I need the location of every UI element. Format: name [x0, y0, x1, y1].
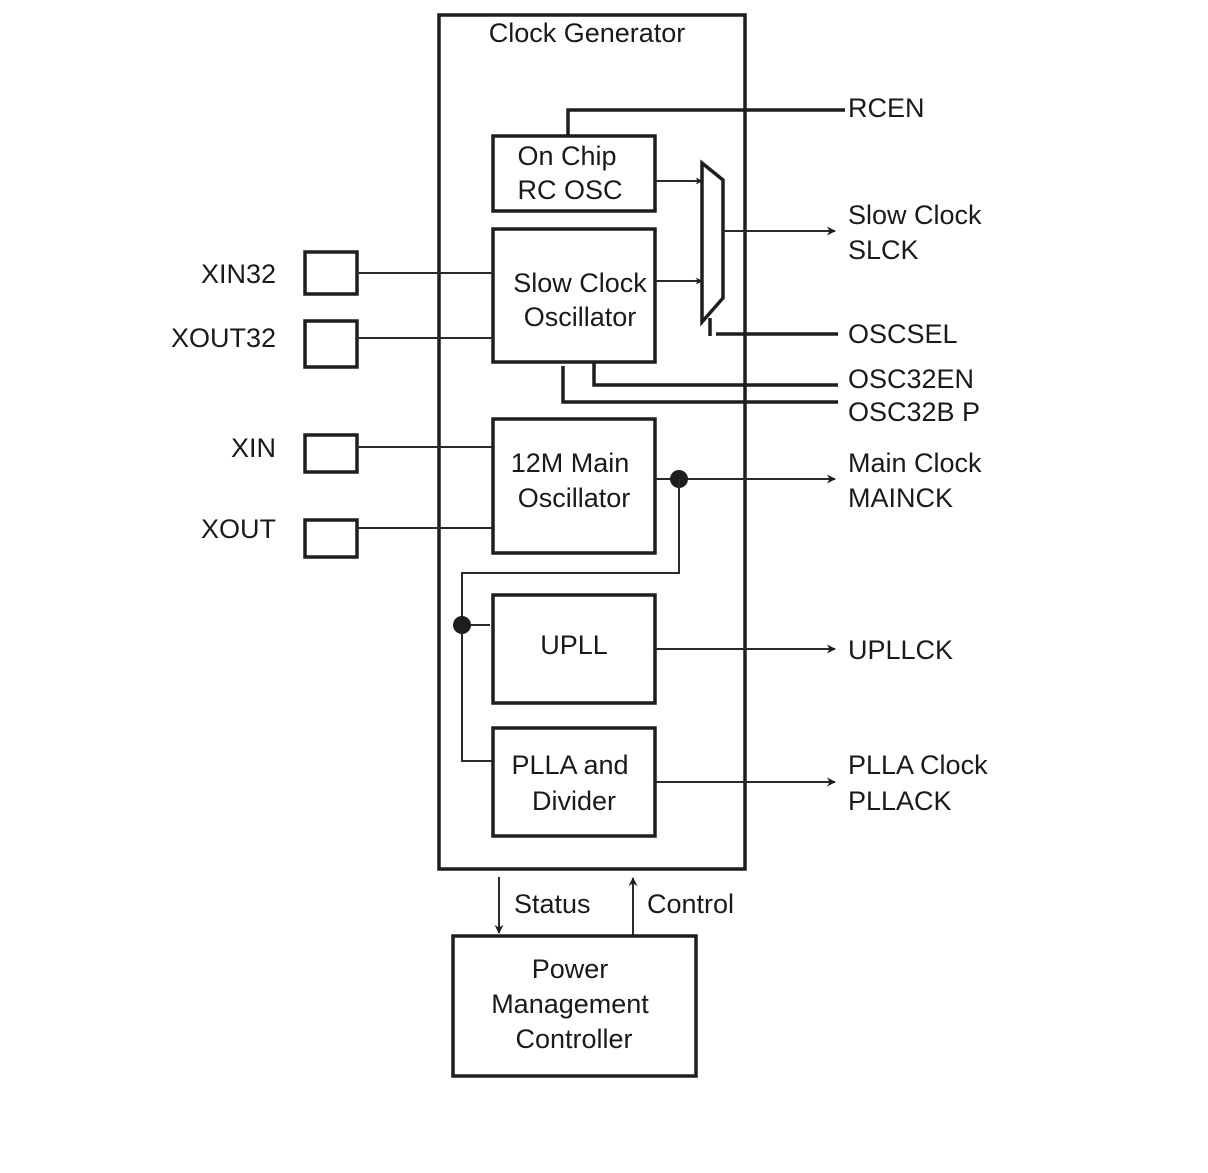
pin-xin: XIN — [231, 433, 493, 474]
pmc-label-line1: Power — [532, 954, 609, 984]
pin-xout32: XOUT32 — [171, 319, 493, 369]
osc32en-wire — [592, 362, 838, 387]
upllck-label: UPLLCK — [848, 635, 953, 665]
status-label: Status — [514, 889, 591, 919]
pmc-label-line3: Controller — [515, 1024, 632, 1054]
osc32bp-label: OSC32B P — [848, 397, 980, 427]
pin-xout: XOUT — [201, 514, 493, 559]
pin-xin32: XIN32 — [201, 250, 493, 296]
plla-label-line2: Divider — [532, 786, 616, 816]
main-osc-label-line1: 12M Main — [511, 448, 630, 478]
rcen-wire — [566, 108, 845, 136]
slck-label-line1: Slow Clock — [848, 200, 982, 230]
pll-junction-dot — [453, 616, 471, 634]
mainck-to-pll-wire — [461, 479, 680, 762]
pin-xout32-pad — [303, 319, 359, 369]
plla-label-line1: PLLA and — [511, 750, 628, 780]
pin-xin-label: XIN — [231, 433, 276, 463]
upll-label: UPLL — [540, 630, 608, 660]
rc-osc-block — [491, 134, 657, 213]
slow-osc-label-line2: Oscillator — [524, 302, 637, 332]
slow-osc-label-line1: Slow Clock — [513, 268, 647, 298]
control-label: Control — [647, 889, 734, 919]
pin-xout32-label: XOUT32 — [171, 323, 276, 353]
upll-block — [491, 593, 657, 705]
rc-osc-label-line1: On Chip — [517, 141, 616, 171]
main-oscillator-block — [491, 417, 657, 555]
slck-label-line2: SLCK — [848, 235, 919, 265]
mainck-label-line1: Main Clock — [848, 448, 982, 478]
pin-xin-pad — [303, 433, 359, 474]
rc-osc-label-line2: RC OSC — [517, 175, 622, 205]
pin-xout-pad — [303, 518, 359, 559]
oscsel-mux — [700, 159, 725, 327]
mainck-label-line2: MAINCK — [848, 483, 953, 513]
pllack-label-line1: PLLA Clock — [848, 750, 988, 780]
clock-generator-title: Clock Generator — [489, 18, 686, 48]
pin-xin32-label: XIN32 — [201, 259, 276, 289]
main-osc-label-line2: Oscillator — [518, 483, 631, 513]
rcen-label: RCEN — [848, 93, 925, 123]
osc32bp-wire — [561, 366, 838, 404]
oscsel-label: OSCSEL — [848, 319, 958, 349]
osc32en-label: OSC32EN — [848, 364, 974, 394]
pllack-label-line2: PLLACK — [848, 786, 952, 816]
power-management-controller-block — [451, 934, 698, 1078]
slow-clock-oscillator-block — [491, 227, 657, 364]
pmc-label-line2: Management — [491, 989, 649, 1019]
pin-xin32-pad — [303, 250, 359, 296]
pin-xout-label: XOUT — [201, 514, 276, 544]
plla-divider-block — [491, 726, 657, 838]
